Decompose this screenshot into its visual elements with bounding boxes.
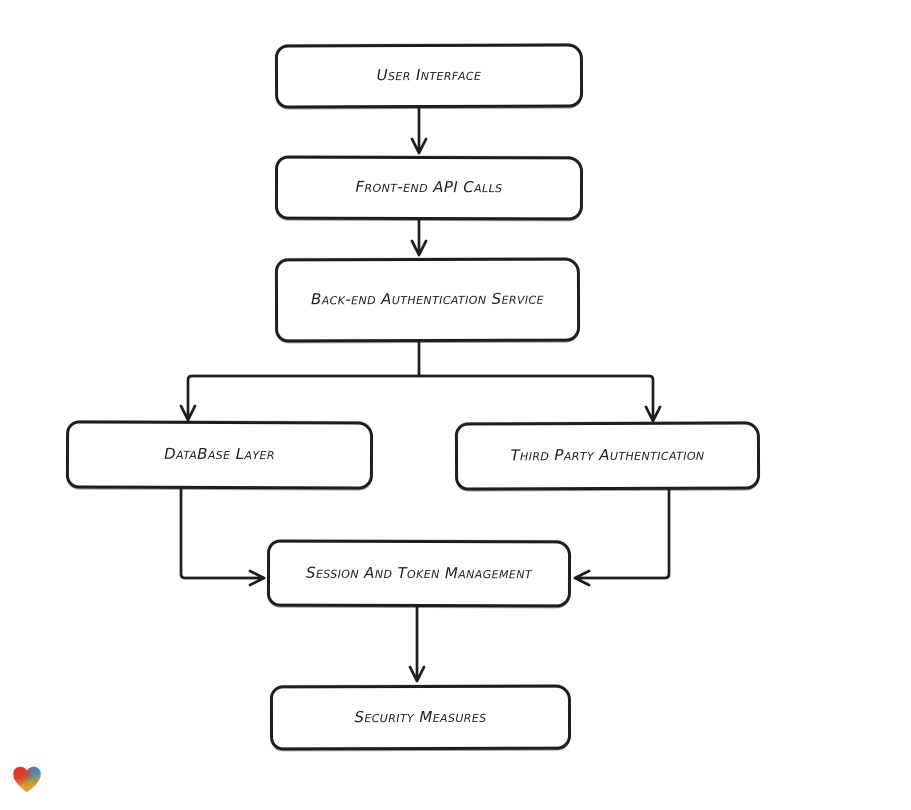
node-user-interface: User Interface bbox=[274, 43, 584, 109]
node-security-measures: Security Measures bbox=[269, 684, 572, 751]
node-back-end-authentication-service: Back-end Authentication Service bbox=[274, 257, 581, 343]
node-database-layer-label: DataBase Layer bbox=[164, 444, 275, 464]
node-session-and-token-management-label: Session And Token Management bbox=[306, 563, 532, 582]
edge-backend-to-database-arrowhead bbox=[179, 404, 197, 422]
edge-backend-to-thirdparty-arrowhead bbox=[644, 405, 662, 423]
edge-thirdparty-to-session bbox=[573, 488, 671, 587]
edge-ui-to-frontend bbox=[410, 106, 428, 155]
node-back-end-authentication-service-label: Back-end Authentication Service bbox=[311, 289, 544, 309]
node-session-and-token-management: Session And Token Management bbox=[266, 539, 572, 608]
node-user-interface-label: User Interface bbox=[376, 65, 482, 85]
edge-database-to-session bbox=[179, 487, 266, 587]
node-database-layer: DataBase Layer bbox=[65, 420, 374, 490]
edge-backend-branch-bar bbox=[186, 374, 655, 423]
node-front-end-api-calls-label: Front-end API Calls bbox=[355, 177, 503, 197]
edge-session-to-security bbox=[408, 605, 426, 683]
edge-frontend-to-backend bbox=[410, 218, 428, 257]
gradient-heart-logo bbox=[13, 766, 41, 793]
node-third-party-authentication-label: Third Party Authentication bbox=[510, 445, 705, 465]
node-front-end-api-calls: Front-end API Calls bbox=[274, 155, 584, 221]
node-third-party-authentication: Third Party Authentication bbox=[454, 421, 761, 491]
node-security-measures-label: Security Measures bbox=[354, 707, 487, 726]
